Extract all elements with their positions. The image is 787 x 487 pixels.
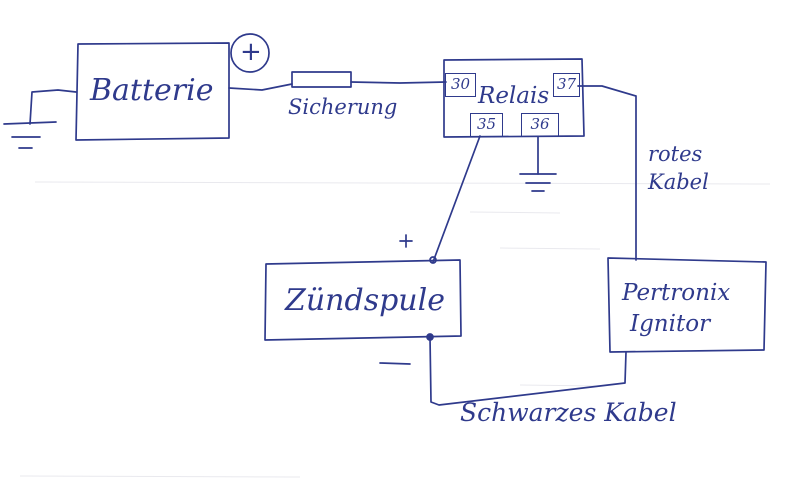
coil-plus-mark — [399, 234, 413, 248]
pertronix-label-line2: Ignitor — [630, 311, 711, 337]
coil-plus-terminal — [429, 256, 437, 264]
battery-plus-sign: + — [240, 37, 262, 67]
relay-terminal-35: 35 — [470, 113, 503, 137]
wire-battery-to-fuse — [228, 83, 293, 91]
relay-terminal-37: 37 — [553, 73, 580, 97]
ignition-coil-label: Zündspule — [285, 283, 445, 318]
pertronix-box — [607, 257, 767, 353]
relay-terminal-30: 30 — [445, 73, 476, 97]
paper-bleed-through — [19, 181, 771, 478]
wire-black-coil-to-pertronix — [429, 336, 627, 406]
wire-relay-37-to-pertronix — [577, 85, 637, 261]
red-cable-label-line1: rotes — [648, 142, 703, 166]
fuse-label: Sicherung — [288, 95, 398, 119]
battery-plus-terminal-circle — [230, 33, 270, 73]
pertronix-label-line1: Pertronix — [622, 280, 731, 306]
wire-relay-35-to-coil-plus — [432, 135, 481, 263]
black-cable-label: Schwarzes Kabel — [460, 398, 677, 427]
fuse-symbol — [291, 71, 352, 88]
ignition-coil-box — [264, 259, 462, 341]
battery-label: Batterie — [90, 73, 214, 108]
red-cable-label-line2: Kabel — [648, 170, 709, 194]
relay-label: Relais — [478, 83, 550, 109]
relay-box — [443, 58, 585, 138]
ground-symbol-relay — [519, 136, 557, 192]
coil-minus-mark — [379, 362, 411, 365]
relay-terminal-36: 36 — [521, 113, 559, 137]
wire-fuse-to-relay-30 — [350, 81, 447, 84]
ground-symbol-battery — [3, 89, 77, 149]
battery-box — [75, 42, 230, 141]
